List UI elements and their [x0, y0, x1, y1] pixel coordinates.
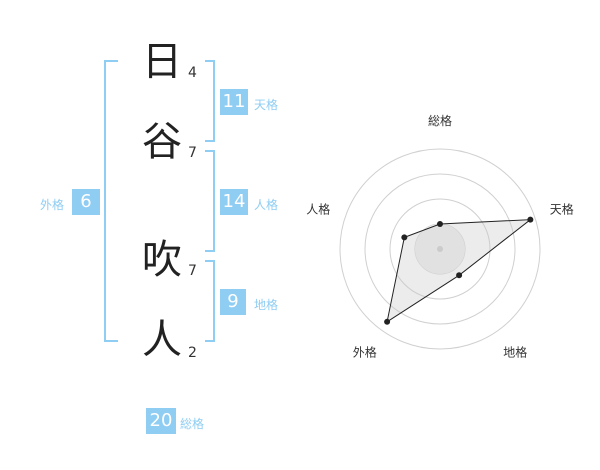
name-char-3: 吹	[142, 237, 182, 283]
radar-axis-label-2: 地格	[503, 345, 527, 360]
radar-point-1	[527, 216, 534, 223]
radar-point-4	[401, 234, 408, 241]
radar-ring	[364, 173, 516, 325]
name-char-4: 人	[142, 317, 182, 363]
radar-point-3	[384, 318, 391, 325]
soukaku-label: 総格	[180, 417, 205, 431]
jinkaku-bracket	[205, 150, 215, 252]
chikaku-bracket	[205, 260, 215, 342]
tenkaku-label: 天格	[254, 98, 279, 112]
gaikaku-badge: 6	[72, 189, 100, 215]
gaikaku-bracket	[104, 60, 118, 342]
radar-point-2	[456, 272, 463, 279]
radar-point-0	[437, 221, 443, 227]
radar-ring	[339, 148, 541, 350]
radar-center-dot	[437, 246, 443, 252]
stroke-count-2: 7	[188, 145, 197, 161]
jinkaku-badge: 14	[220, 189, 248, 215]
stroke-count-3: 7	[188, 263, 197, 279]
radar-axis-label-4: 人格	[306, 201, 330, 216]
radar-series-polygon	[386, 219, 532, 323]
tenkaku-bracket	[205, 60, 215, 142]
radar-axis-label-1: 天格	[550, 201, 574, 216]
radar-axis-label-0: 総格	[428, 113, 452, 128]
name-char-2: 谷	[142, 119, 182, 165]
chikaku-label: 地格	[254, 298, 279, 312]
soukaku-badge: 20	[146, 408, 176, 434]
radar-ring	[389, 198, 491, 300]
name-char-1: 日	[142, 39, 182, 85]
jinkaku-label: 人格	[254, 198, 279, 212]
gaikaku-label: 外格	[40, 198, 65, 212]
radar-axis-label-3: 外格	[353, 345, 377, 360]
tenkaku-badge: 11	[220, 89, 248, 115]
stroke-count-4: 2	[188, 345, 197, 361]
stroke-count-1: 4	[188, 65, 197, 81]
chikaku-badge: 9	[220, 289, 246, 315]
